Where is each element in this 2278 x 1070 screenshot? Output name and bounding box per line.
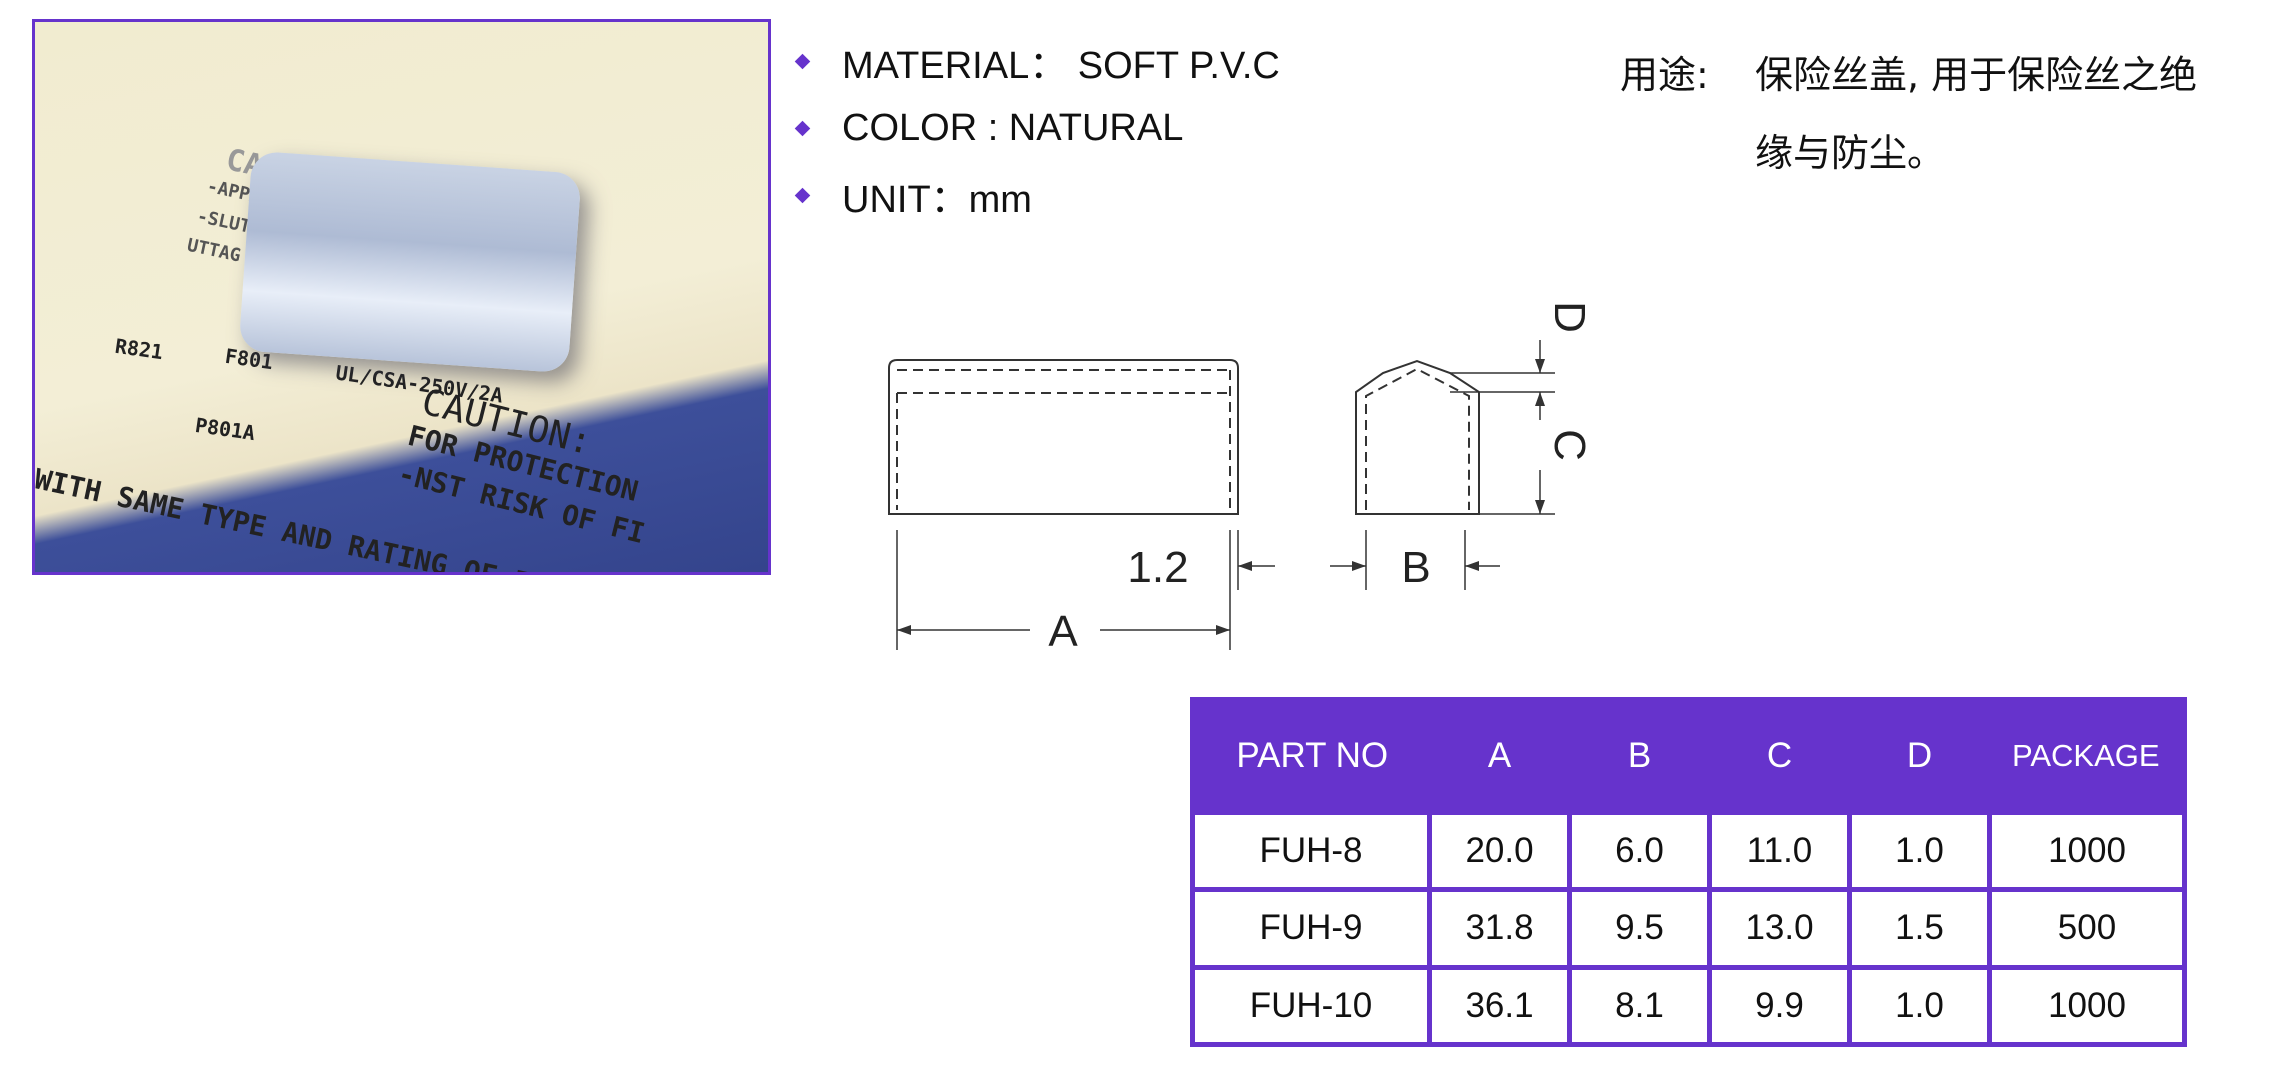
table-cell: 9.9	[1707, 964, 1852, 1048]
spec-material: MATERIAL： SOFT P.V.C	[842, 45, 1280, 87]
table-cell: 1000	[1987, 964, 2187, 1048]
usage-line: 保险丝盖, 用于保险丝之绝	[1755, 53, 2198, 97]
table-cell: 20.0	[1427, 809, 1572, 893]
dimension-label-a: A	[1048, 607, 1078, 656]
column-header: A	[1429, 699, 1570, 813]
table-cell: 36.1	[1427, 964, 1572, 1048]
dimension-label-wall: 1.2	[1127, 543, 1188, 592]
arrowheads	[897, 359, 1545, 635]
column-header: PACKAGE	[1989, 699, 2185, 813]
table-cell: 8.1	[1567, 964, 1712, 1048]
table-cell: FUH-8	[1190, 809, 1432, 893]
column-header: D	[1849, 699, 1990, 813]
dimension-label-b: B	[1401, 543, 1430, 592]
product-photo: CAUTION: -APPARATEN SKALL AN -SLUTAS TIL…	[32, 19, 771, 575]
spec-color: COLOR : NATURAL	[842, 107, 1184, 149]
table-cell: 13.0	[1707, 887, 1852, 970]
table-cell: FUH-9	[1190, 887, 1432, 970]
spec-unit: UNIT：mm	[842, 179, 1032, 221]
table-cell: 500	[1987, 887, 2187, 970]
usage-description: 用途: 保险丝盖, 用于保险丝之绝 缘与防尘。	[1620, 36, 2197, 192]
column-header: B	[1569, 699, 1710, 813]
dimension-label-d: D	[1545, 301, 1594, 333]
usage-label: 用途:	[1620, 53, 1709, 97]
table-cell: 6.0	[1567, 809, 1712, 893]
table-cell: 11.0	[1707, 809, 1852, 893]
dimension-lines	[896, 340, 1555, 650]
dimension-label-c: C	[1545, 429, 1594, 461]
table-cell: 1.5	[1847, 887, 1992, 970]
table-cell: 1.0	[1847, 809, 1992, 893]
side-view	[1355, 359, 1480, 515]
column-header: PART NO	[1192, 699, 1430, 813]
table-cell: 1000	[1987, 809, 2187, 893]
spec-item: MATERIAL： SOFT P.V.C	[794, 28, 1280, 95]
table-cell: FUH-10	[1190, 964, 1432, 1048]
table-cell: 9.5	[1567, 887, 1712, 970]
usage-line: 缘与防尘。	[1755, 131, 1946, 175]
spec-item: UNIT：mm	[794, 162, 1280, 229]
table-cell: 31.8	[1427, 887, 1572, 970]
table-cell: 1.0	[1847, 964, 1992, 1048]
spec-list: MATERIAL： SOFT P.V.C COLOR : NATURAL UNI…	[794, 28, 1280, 229]
spec-item: COLOR : NATURAL	[794, 95, 1280, 162]
front-view	[888, 359, 1239, 515]
table-header-row: PART NO A B C D PACKAGE	[1192, 699, 2185, 813]
column-header: C	[1709, 699, 1850, 813]
